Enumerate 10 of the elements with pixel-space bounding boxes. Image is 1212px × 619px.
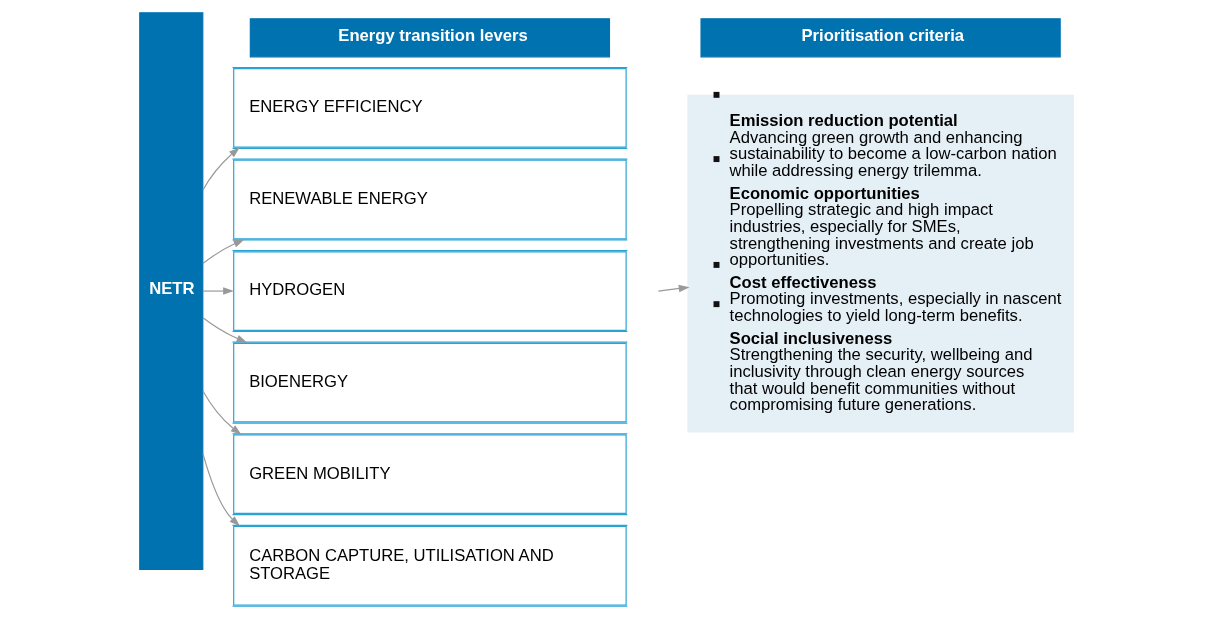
arrow: [201, 147, 240, 191]
arrow: [201, 317, 247, 343]
node-box: NETR: [138, 12, 203, 570]
node-box: Prioritisation criteria: [699, 18, 1061, 58]
node-box: Energy transition levers: [249, 18, 610, 58]
arrow: [201, 390, 241, 435]
arrow: [201, 287, 234, 295]
arrow: [201, 453, 240, 527]
arrow: [201, 239, 244, 265]
arrow: [657, 284, 689, 293]
